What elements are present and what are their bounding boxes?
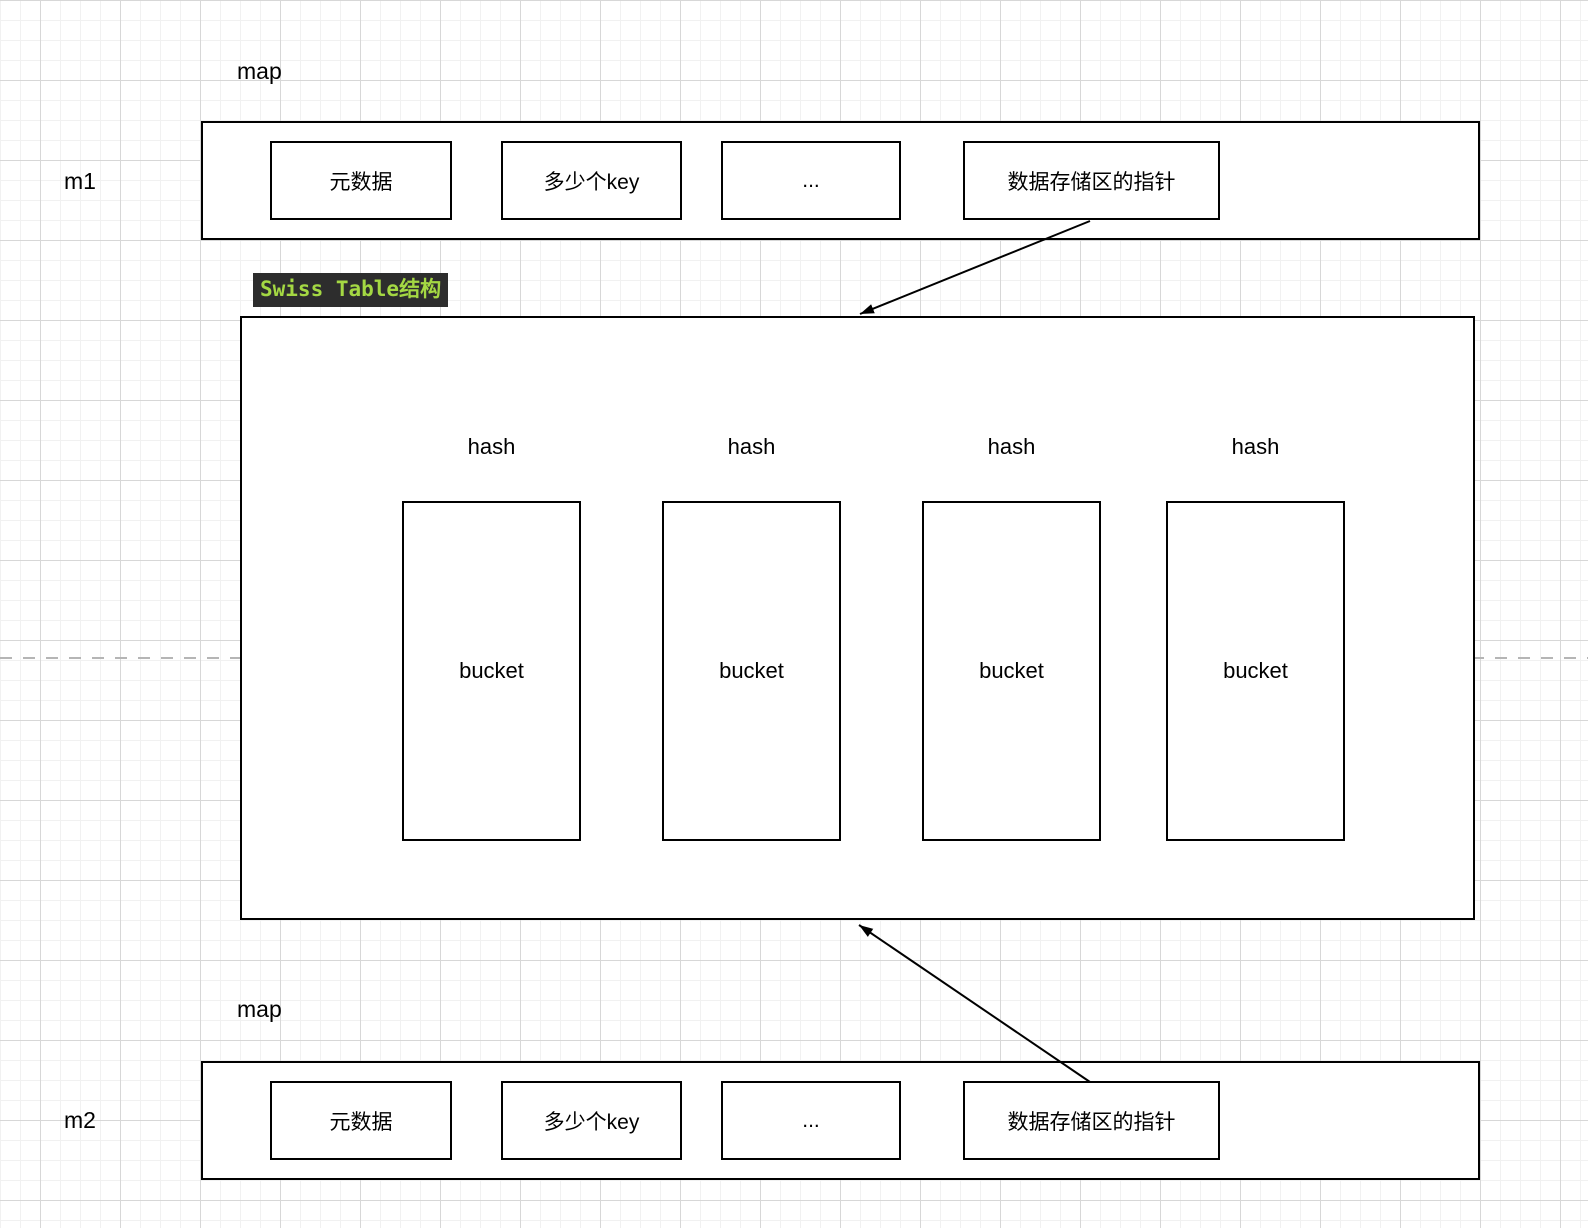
map1-cell-key-count: 多少个key: [501, 141, 682, 220]
map2-title: map: [237, 996, 282, 1022]
hash-label-3: hash: [987, 434, 1036, 459]
map2-cell-metadata: 元数据: [270, 1081, 452, 1160]
map2-cell-data-pointer: 数据存储区的指针: [963, 1081, 1220, 1160]
map1-cell-metadata: 元数据: [270, 141, 452, 220]
bucket-3: bucket: [922, 501, 1101, 841]
map2-instance-label: m2: [64, 1107, 96, 1133]
pointer-arrow-m2-to-table: [858, 924, 1091, 1083]
map2-cell-key-count: 多少个key: [501, 1081, 682, 1160]
swiss-table-box: hash hash hash hash bucket bucket bucket…: [240, 316, 1475, 920]
hash-label-1: hash: [467, 434, 516, 459]
hash-label-2: hash: [727, 434, 776, 459]
map1-title: map: [237, 58, 282, 84]
map1-instance-label: m1: [64, 168, 96, 194]
map1-cell-ellipsis: ...: [721, 141, 901, 220]
bucket-2: bucket: [662, 501, 841, 841]
map1-struct-box: 元数据 多少个key ... 数据存储区的指针: [201, 121, 1480, 240]
bucket-4: bucket: [1166, 501, 1345, 841]
map1-cell-data-pointer: 数据存储区的指针: [963, 141, 1220, 220]
bucket-1: bucket: [402, 501, 581, 841]
map2-cell-ellipsis: ...: [721, 1081, 901, 1160]
map2-struct-box: 元数据 多少个key ... 数据存储区的指针: [201, 1061, 1480, 1180]
swiss-table-badge: Swiss Table结构: [253, 273, 449, 308]
hash-label-4: hash: [1231, 434, 1280, 459]
